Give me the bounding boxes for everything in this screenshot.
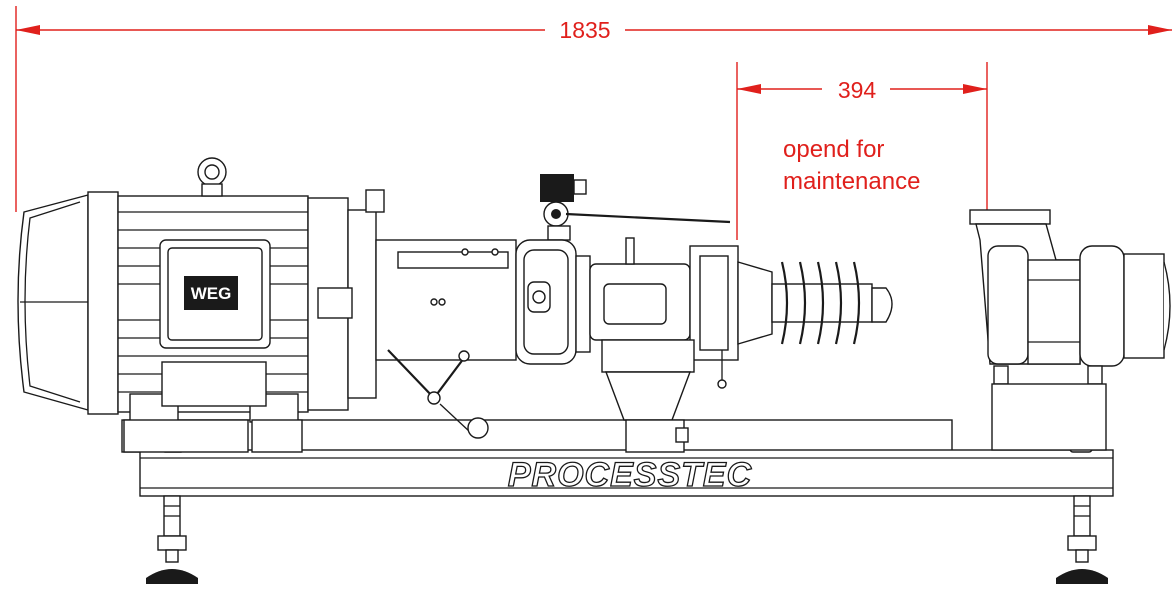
note-line-2: maintenance — [783, 168, 920, 195]
overall-length-label: 1835 — [559, 17, 610, 43]
screw-conveyor — [737, 261, 893, 345]
leveling-foot-right — [1056, 495, 1108, 584]
dimension-open-distance: 394 — [736, 62, 988, 240]
pump-housing — [515, 174, 739, 453]
open-distance-label: 394 — [838, 77, 877, 103]
end-cover-opened — [969, 209, 1171, 451]
maintenance-note: opend for maintenance — [783, 136, 920, 195]
electric-motor: WEG — [17, 157, 385, 453]
coupling-housing — [375, 239, 517, 439]
brand-label: PROCESSTEC — [508, 456, 752, 494]
note-line-1: opend for — [783, 136, 884, 163]
motor-logo: WEG — [191, 284, 232, 303]
dimension-overall-length: 1835 — [15, 6, 1172, 212]
leveling-foot-left — [146, 495, 198, 584]
